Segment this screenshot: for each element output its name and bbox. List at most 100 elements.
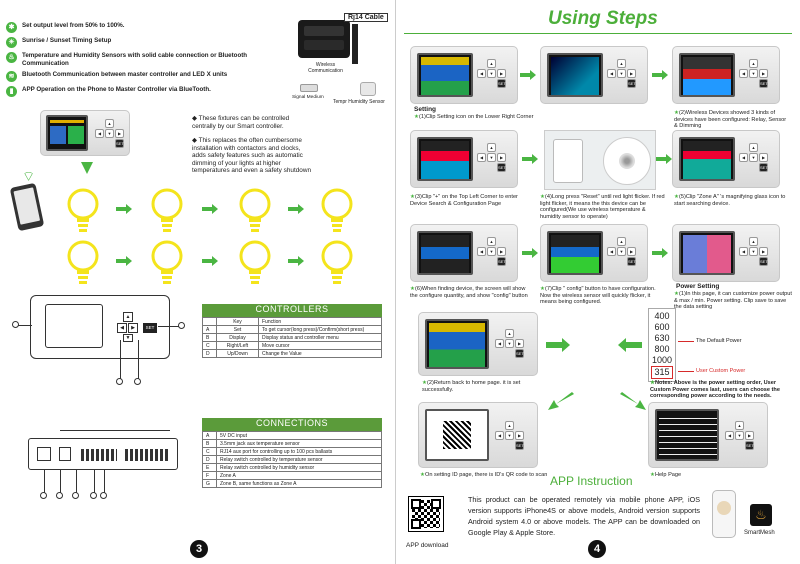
wifi-icon: ⌔ [22, 168, 36, 184]
controllers-title: CONTROLLERS [202, 304, 382, 317]
right-arrow-icon [116, 204, 132, 214]
callout-conn-d [90, 492, 97, 499]
custom-power-label: User Custom Power [696, 368, 746, 374]
phone-icon: ▮ [6, 86, 17, 97]
thermometer-icon: ♨ [6, 52, 17, 63]
callout-d [134, 378, 141, 385]
step-device-11: ▲◀▼▶SET [648, 402, 768, 468]
step-6-note: ★(6)When finding device, the screen will… [410, 286, 528, 299]
feature-app: ▮ APP Operation on the Phone to Master C… [6, 86, 256, 97]
sun-icon: ☀ [6, 37, 17, 48]
app-download-label: APP download [406, 542, 449, 549]
feature-sensors: ♨ Temperature and Humidity Sensors with … [6, 52, 256, 67]
help-page-note: ★Help Page [650, 472, 682, 478]
right-arrow-icon [288, 204, 304, 214]
connections-diagram [28, 438, 178, 470]
power-value: 1000 [651, 355, 673, 365]
bulb-icon [239, 188, 271, 232]
power-values-list: 400 600 630 800 1000 315 [648, 308, 676, 382]
set-key[interactable]: SET [115, 139, 124, 148]
app-title: APP Instruction [550, 474, 633, 488]
up-key[interactable]: ▲ [105, 119, 114, 128]
step-3-note: ★(3)Clip "+" on the Top Left Corner to e… [410, 194, 518, 207]
bulb-icon [67, 240, 99, 284]
down-arrow-icon [81, 162, 93, 174]
step-device-3: ▲◀▼▶SET [672, 46, 780, 104]
bullet-2: ◆ This replaces the often cumbersome ins… [192, 137, 312, 175]
callout-conn-e [100, 492, 107, 499]
right-arrow-icon [546, 338, 570, 352]
brand-label: SmartMesh [744, 530, 775, 536]
default-power-label: The Default Power [696, 338, 742, 344]
down-left-arrow-icon [548, 392, 574, 410]
rj14-label: Rj14 Cable [344, 13, 388, 22]
bulb-icon [67, 188, 99, 232]
step-1-note: ★(1)Clip Setting icon on the Lower Right… [414, 114, 534, 120]
app-description: This product can be operated remotely vi… [468, 495, 700, 537]
phone-app-image [712, 490, 736, 538]
signal-label: Signal Medium [292, 95, 324, 100]
callout-conn-a [40, 492, 47, 499]
title-underline [404, 33, 792, 34]
bulb-icon [151, 188, 183, 232]
callout-conn-c [72, 492, 79, 499]
sensor-reset-photo [544, 130, 656, 190]
phone-icon [9, 182, 45, 232]
feature-sunrise: ☀ Sunrise / Sunset Timing Setup [6, 37, 256, 48]
qr-code [443, 421, 471, 449]
left-key[interactable]: ◀ [95, 129, 104, 138]
feature-output-level: ✱ Set output level from 50% to 100%. [6, 22, 256, 33]
step-device-1: ▲◀▼▶SET [410, 46, 518, 104]
diamond-icon: ◆ [192, 115, 197, 122]
bullet-1: ◆ These fixtures can be controlled centr… [192, 115, 290, 130]
step-device-7: ▲◀▼▶SET [540, 224, 648, 282]
feature-bluetooth: ≋ Bluetooth Communication between master… [6, 71, 256, 82]
keypad: ▲ ◀▼▶ SET [95, 119, 124, 148]
page-number: 3 [190, 540, 208, 558]
app-download-qr[interactable] [408, 496, 444, 532]
power-step-1-note: ★(1)In this page, it can customize power… [674, 291, 792, 310]
power-value: 600 [654, 322, 670, 332]
qr-step-note: ★On setting ID page, there is ID's QR co… [420, 472, 548, 478]
step-device-6: ▲◀▼▶SET [410, 224, 518, 282]
right-key[interactable]: ▶ [115, 129, 124, 138]
power-value: 800 [654, 344, 670, 354]
step-device-5: ▲◀▼▶SET [672, 130, 780, 188]
right-arrow-icon [288, 256, 304, 266]
signal-medium-image [300, 84, 318, 92]
callout-c [116, 378, 123, 385]
right-arrow-icon [652, 248, 668, 258]
right-arrow-icon [116, 256, 132, 266]
right-arrow-icon [202, 204, 218, 214]
controller-diagram: ▲ ◀ ▶ ▼ SET [30, 295, 170, 359]
down-key[interactable]: ▼ [105, 129, 114, 138]
wireless-label: Wireless Communication [308, 62, 343, 74]
callout-conn-b [56, 492, 63, 499]
sensor-image [360, 82, 376, 96]
power-value: 630 [654, 333, 670, 343]
left-page: ✱ Set output level from 50% to 100%. ☀ S… [0, 0, 396, 564]
gear-icon: ✱ [6, 22, 17, 33]
controller-box-image [298, 20, 350, 58]
right-arrow-icon [522, 154, 538, 164]
diamond-icon: ◆ [192, 137, 197, 144]
bulb-icon [321, 188, 353, 232]
custom-power-value: 315 [651, 366, 673, 379]
step-device-8: ▲◀▼▶SET [672, 224, 780, 282]
step-7-note: ★(7)Clip " config" button to have config… [540, 286, 656, 305]
step-device-4: ▲◀▼▶SET [410, 130, 518, 188]
right-arrow-icon [520, 70, 536, 80]
step-2-note: ★(2)Wireless Devices showed 3 kinds of d… [674, 110, 787, 129]
step-4-note: ★(4)Long press "Reset" until red light f… [540, 194, 665, 220]
left-arrow-icon [618, 338, 642, 352]
bulb-icon [151, 240, 183, 284]
